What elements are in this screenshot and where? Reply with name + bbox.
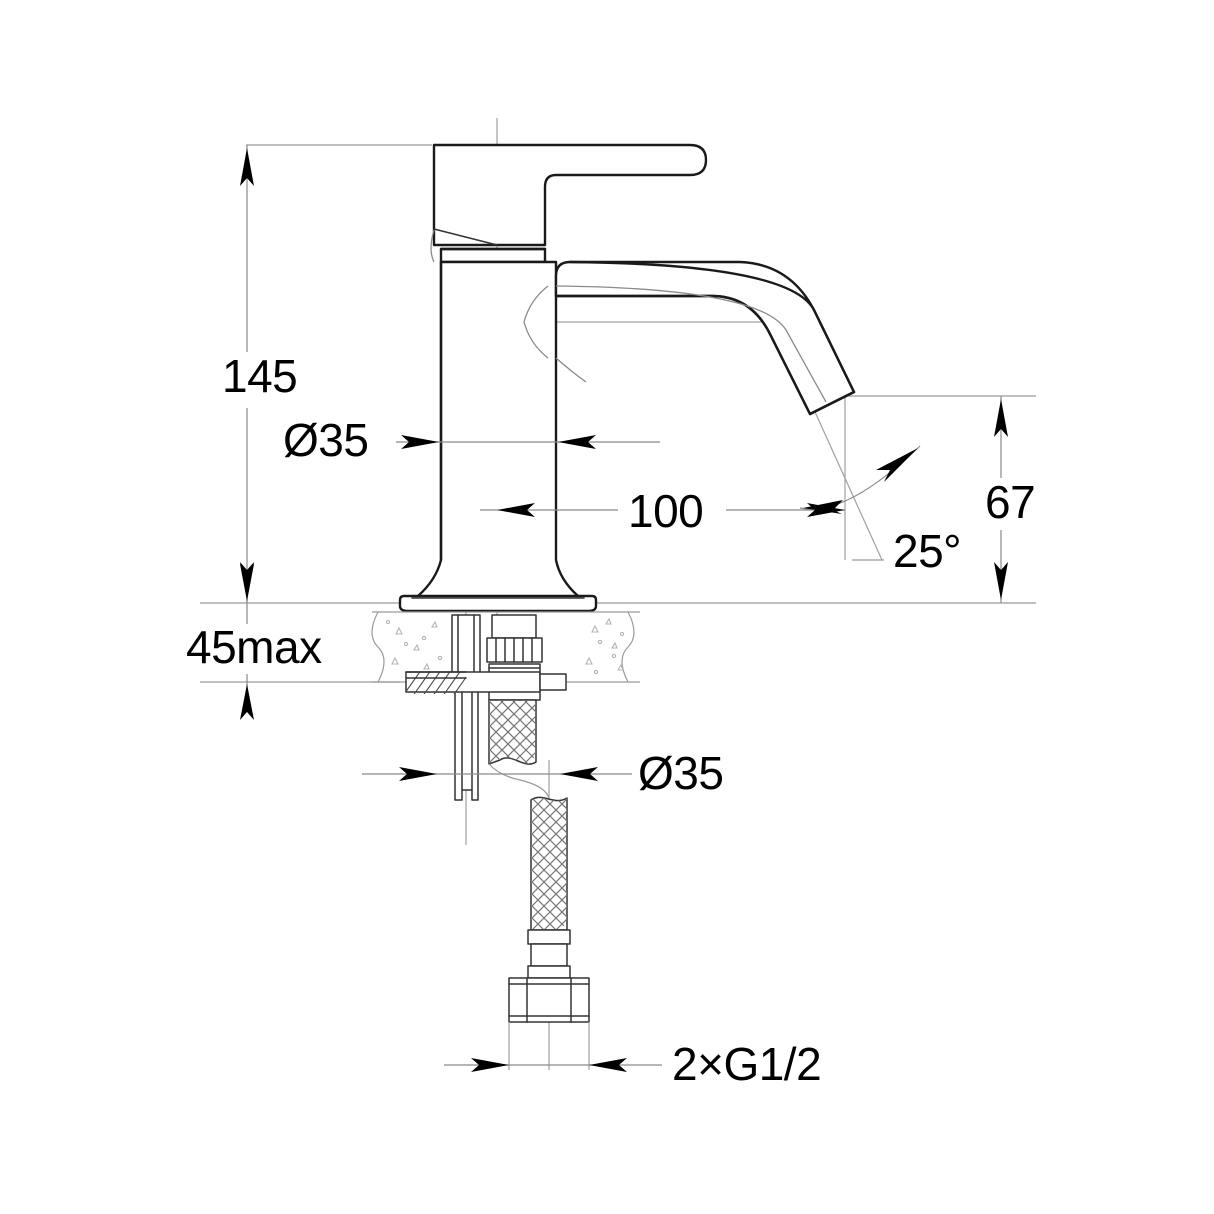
slab-right-break	[621, 611, 635, 683]
dim-d35-top-text-mask	[278, 418, 396, 468]
dim-g12-arrow-left	[471, 1058, 509, 1072]
cartridge-cap	[439, 247, 547, 264]
hose-nut	[508, 977, 590, 1023]
dim-25deg-label: 25°	[893, 525, 961, 577]
dim-145-arrow-top	[240, 148, 254, 186]
cross-pin-hatching	[406, 672, 466, 694]
cross-pin-right-stub	[539, 673, 567, 691]
extension-lines	[200, 144, 1036, 683]
dimension-mounting-hole: Ø35	[362, 747, 724, 799]
hose-shank	[530, 943, 568, 967]
mounting-hardware	[405, 614, 567, 801]
dim-d35-top-arrow-right	[558, 435, 596, 449]
dimension-outlet-angle: 25°	[799, 445, 962, 577]
cross-pin	[405, 671, 541, 693]
supply-hose-assembly	[508, 796, 590, 1070]
dim-d35-top-arrow-left	[401, 435, 439, 449]
cross-pin-upper-band	[405, 671, 467, 679]
braided-hose-lower	[530, 796, 568, 931]
dim-145-text-mask	[208, 352, 294, 408]
dimension-spout-height: 67	[974, 396, 1040, 603]
inlet-tube-left	[454, 689, 479, 801]
lever-underside-edge	[433, 228, 498, 246]
hose-shoulder	[527, 965, 571, 979]
dim-25deg-arrow-upper	[876, 448, 918, 482]
dim-100-text-mask	[618, 486, 726, 536]
dim-d35-hole-label: Ø35	[638, 747, 723, 799]
dim-100-arrow-left	[497, 503, 535, 517]
dim-100-label: 100	[628, 485, 703, 537]
braided-hose-upper	[488, 699, 537, 765]
cartridge-cap-outline	[439, 247, 547, 264]
dim-67-arrow-top	[994, 399, 1008, 437]
spout-neck-transition	[555, 357, 587, 383]
valve-collar-upper	[491, 614, 537, 639]
hose-nut-facets	[526, 977, 572, 1023]
dim-g12-arrow-right	[589, 1058, 627, 1072]
spout-outer-outline	[554, 260, 856, 416]
dim-45max-arrow-top	[240, 564, 254, 601]
lever-handle-outline	[432, 143, 708, 247]
slab-speckles-right	[585, 617, 625, 675]
base-flange	[398, 594, 598, 613]
hose-ferrule	[527, 929, 571, 945]
dimension-countertop-thickness: 45max	[180, 564, 330, 720]
dim-67-arrow-bottom	[994, 562, 1008, 600]
spout-top-profile	[568, 260, 856, 394]
faucet-assembly	[371, 143, 856, 1070]
spout-inner-bore-lower	[555, 285, 827, 403]
dimension-body-diameter: Ø35	[278, 414, 660, 468]
base-flange-outline	[398, 594, 598, 613]
hose-break-curve	[488, 763, 550, 799]
lever-pivot-arc	[430, 229, 435, 263]
body-column	[416, 260, 580, 605]
spout-aerator-face	[808, 390, 856, 416]
dim-67-text-mask	[974, 478, 1040, 530]
dim-145-label: 145	[222, 350, 297, 402]
dim-67-label: 67	[985, 476, 1035, 528]
lever-handle	[430, 143, 708, 263]
dim-45max-text-mask	[180, 624, 330, 674]
outlet-tilt-centerline	[805, 391, 883, 561]
dim-d35-hole-arrow-left	[399, 767, 437, 781]
dim-45max-arrow-bottom	[240, 684, 254, 720]
slab-speckles	[385, 619, 443, 670]
slab-left-break	[371, 611, 385, 683]
dimension-height-total: 145	[208, 145, 298, 603]
dim-25deg-arrow-lower	[803, 500, 843, 514]
spout	[523, 260, 856, 416]
dim-45max-label: 45max	[186, 621, 322, 673]
dim-g12-label: 2×G1/2	[672, 1038, 821, 1090]
knurled-ring-ribs	[495, 637, 533, 663]
dim-d35-top-label: Ø35	[283, 414, 368, 466]
dimension-supply-connection: 2×G1/2	[444, 1038, 822, 1090]
dim-d35-hole-arrow-right	[560, 767, 598, 781]
spout-inner-bore-upper	[523, 285, 549, 359]
braid-weave-lower	[531, 797, 567, 930]
inlet-tube-left-inner	[461, 689, 473, 791]
dim-25deg-arc	[799, 445, 921, 510]
